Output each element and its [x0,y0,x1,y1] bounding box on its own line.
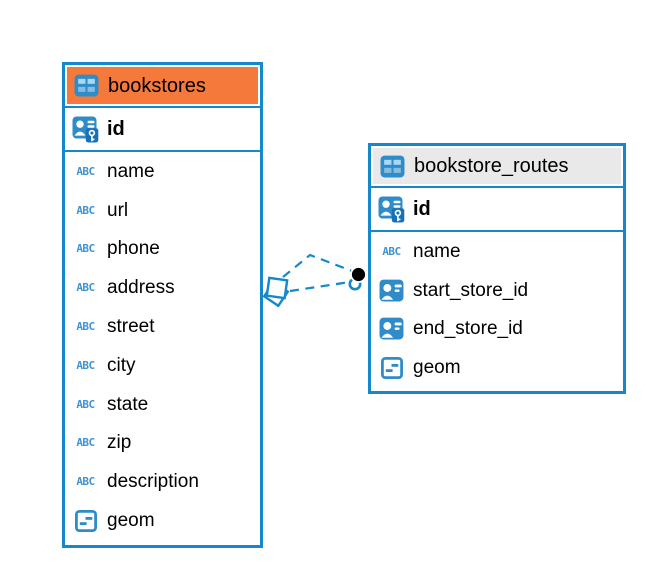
relationship-line[interactable] [282,253,353,278]
text-type-icon: ABC [76,203,95,217]
text-type-icon: ABC [76,475,95,489]
table-title: bookstores [108,74,206,97]
text-type-icon: ABC [76,320,95,334]
connector-endpoint[interactable] [348,266,367,291]
geometry-type-icon [378,357,405,379]
column-row[interactable]: ABC address [65,268,260,307]
geometry-type-icon [72,510,99,532]
connector-handle[interactable] [262,276,290,308]
column-row[interactable]: ABC name [371,232,623,271]
column-row[interactable]: ABC state [65,385,260,424]
column-row[interactable]: ABC street [65,307,260,346]
table-icon [73,74,100,97]
column-row[interactable]: ABC url [65,191,260,230]
column-row[interactable]: geom [65,501,260,540]
text-type-icon: ABC [76,164,95,178]
text-type-icon: ABC [76,281,95,295]
text-type-icon: ABC [76,397,95,411]
column-row[interactable]: start_store_id [371,271,623,310]
column-name: street [107,316,155,338]
column-row[interactable]: ABC phone [65,230,260,269]
relationship-line[interactable] [289,280,351,293]
column-name: address [107,277,175,299]
pk-row[interactable]: id [371,188,623,232]
column-name: start_store_id [413,279,529,301]
text-type-icon: ABC [382,244,401,258]
column-row[interactable]: end_store_id [371,310,623,349]
table-bookstore-routes[interactable]: bookstore_routes id ABC name start_store… [368,143,626,394]
table-bookstores-header[interactable]: bookstores [65,65,260,108]
table-title: bookstore_routes [414,155,569,177]
column-name: city [107,354,136,376]
column-name: description [107,471,199,493]
text-type-icon: ABC [76,242,95,256]
text-type-icon: ABC [76,358,95,372]
column-row[interactable]: ABC zip [65,424,260,463]
column-name: id [413,198,431,220]
primary-key-icon [378,196,405,223]
column-row[interactable]: ABC description [65,462,260,501]
column-name: name [107,160,155,182]
column-name: url [107,199,129,221]
foreign-ref-icon [378,317,405,340]
column-name: state [107,393,149,415]
pk-row[interactable]: id [65,108,260,152]
column-name: end_store_id [413,318,523,340]
table-icon [379,155,406,178]
column-row[interactable]: geom [371,348,623,387]
column-name: phone [107,238,160,260]
foreign-ref-icon [378,279,405,302]
column-name: zip [107,432,132,454]
column-name: name [413,240,461,262]
column-row[interactable]: ABC city [65,346,260,385]
column-name: geom [413,357,461,379]
table-bookstore-routes-header[interactable]: bookstore_routes [371,146,623,188]
column-row[interactable]: ABC name [65,152,260,191]
column-name: geom [107,510,155,532]
table-bookstores[interactable]: bookstores id ABC name ABC url ABC phone… [62,62,263,548]
text-type-icon: ABC [76,436,95,450]
primary-key-icon [72,116,99,143]
column-name: id [107,118,125,140]
